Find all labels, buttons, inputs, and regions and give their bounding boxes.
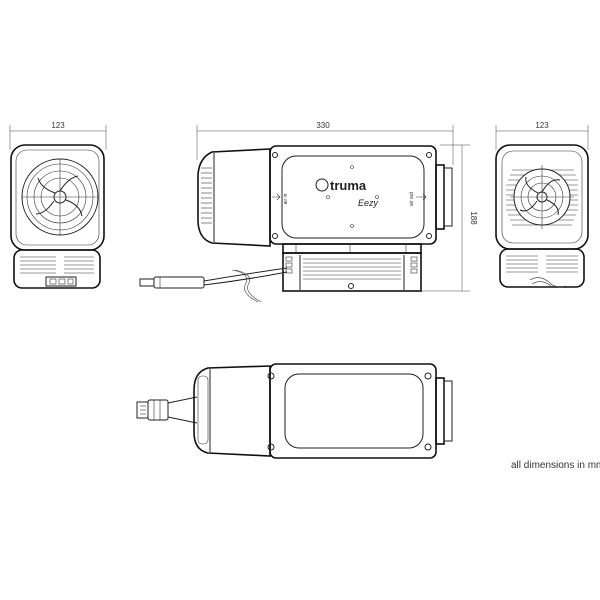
side-intake-vents: [201, 167, 212, 224]
top-connector: [136, 396, 198, 424]
rear-base: [499, 248, 585, 288]
front-housing: [10, 144, 105, 251]
front-fan: [21, 158, 99, 236]
side-view: 330 188: [139, 121, 478, 303]
power-cable: [139, 267, 288, 303]
front-base: [13, 249, 101, 289]
air-in-label: air in: [283, 193, 289, 204]
rear-grille: [506, 165, 578, 229]
top-intake-cap: [193, 365, 271, 457]
side-intake-cap: [197, 148, 271, 247]
dimensions-note: all dimensions in mm: [511, 460, 600, 471]
dimension-label-length: 330: [316, 121, 330, 130]
dimension-label-width-front: 123: [51, 121, 65, 130]
side-base: [282, 243, 422, 292]
top-view: [136, 363, 453, 459]
truma-logo: truma Eezy: [315, 178, 379, 208]
top-outlet-collar: [435, 377, 445, 445]
model-label: Eezy: [358, 198, 379, 208]
dimension-label-width-rear: 123: [535, 121, 549, 130]
brand-label: truma: [330, 178, 367, 193]
dimension-length: 330: [196, 121, 454, 165]
dimension-width-rear: 123: [495, 121, 589, 150]
rear-view: 123: [495, 121, 589, 288]
dimension-height: 188: [420, 144, 478, 292]
side-outlet-collar: [435, 164, 445, 230]
dimension-label-height: 188: [469, 211, 478, 225]
dimension-width-front: 123: [9, 121, 107, 150]
air-out-label: air out: [409, 191, 415, 206]
top-main-body: [269, 363, 437, 459]
front-view: 123: [9, 121, 107, 289]
